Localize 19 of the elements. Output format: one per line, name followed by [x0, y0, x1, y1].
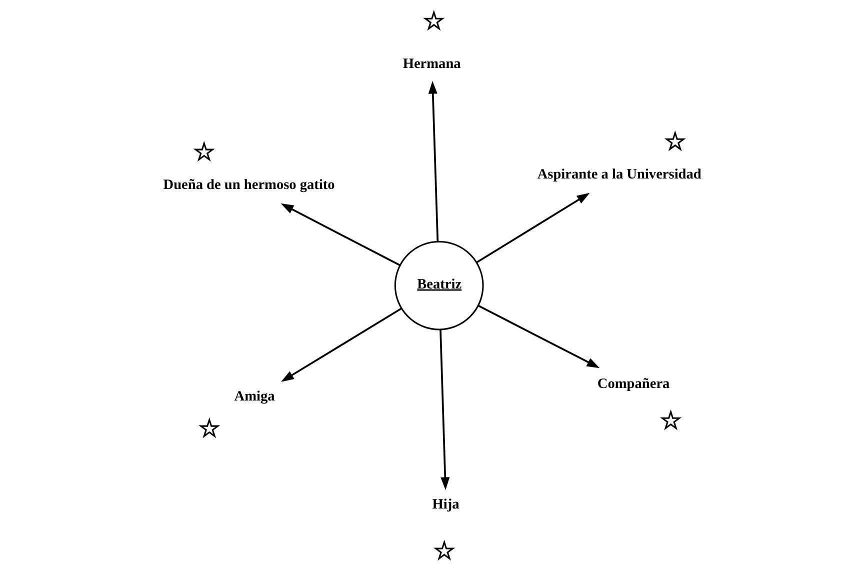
node-text: Dueña de un hermoso gatito: [162, 176, 334, 193]
node-text: Amiga: [234, 388, 274, 405]
node-star: [422, 10, 444, 31]
node-circle: Beatriz: [394, 240, 484, 330]
arrow: [477, 304, 600, 368]
node-text: Hija: [432, 496, 459, 513]
node-text: Compañera: [596, 376, 670, 392]
node-text: Aspirante a la Universidad: [536, 166, 701, 183]
node-star: [432, 540, 455, 561]
node-star: [192, 140, 214, 162]
arrow: [280, 203, 400, 266]
arrow: [439, 330, 450, 490]
node-star: [664, 130, 686, 152]
arrow: [428, 80, 438, 242]
node-star: [198, 417, 220, 438]
arrow: [280, 308, 402, 382]
arrow: [476, 192, 590, 264]
node-text: Hermana: [402, 56, 460, 72]
node-star: [659, 409, 682, 430]
